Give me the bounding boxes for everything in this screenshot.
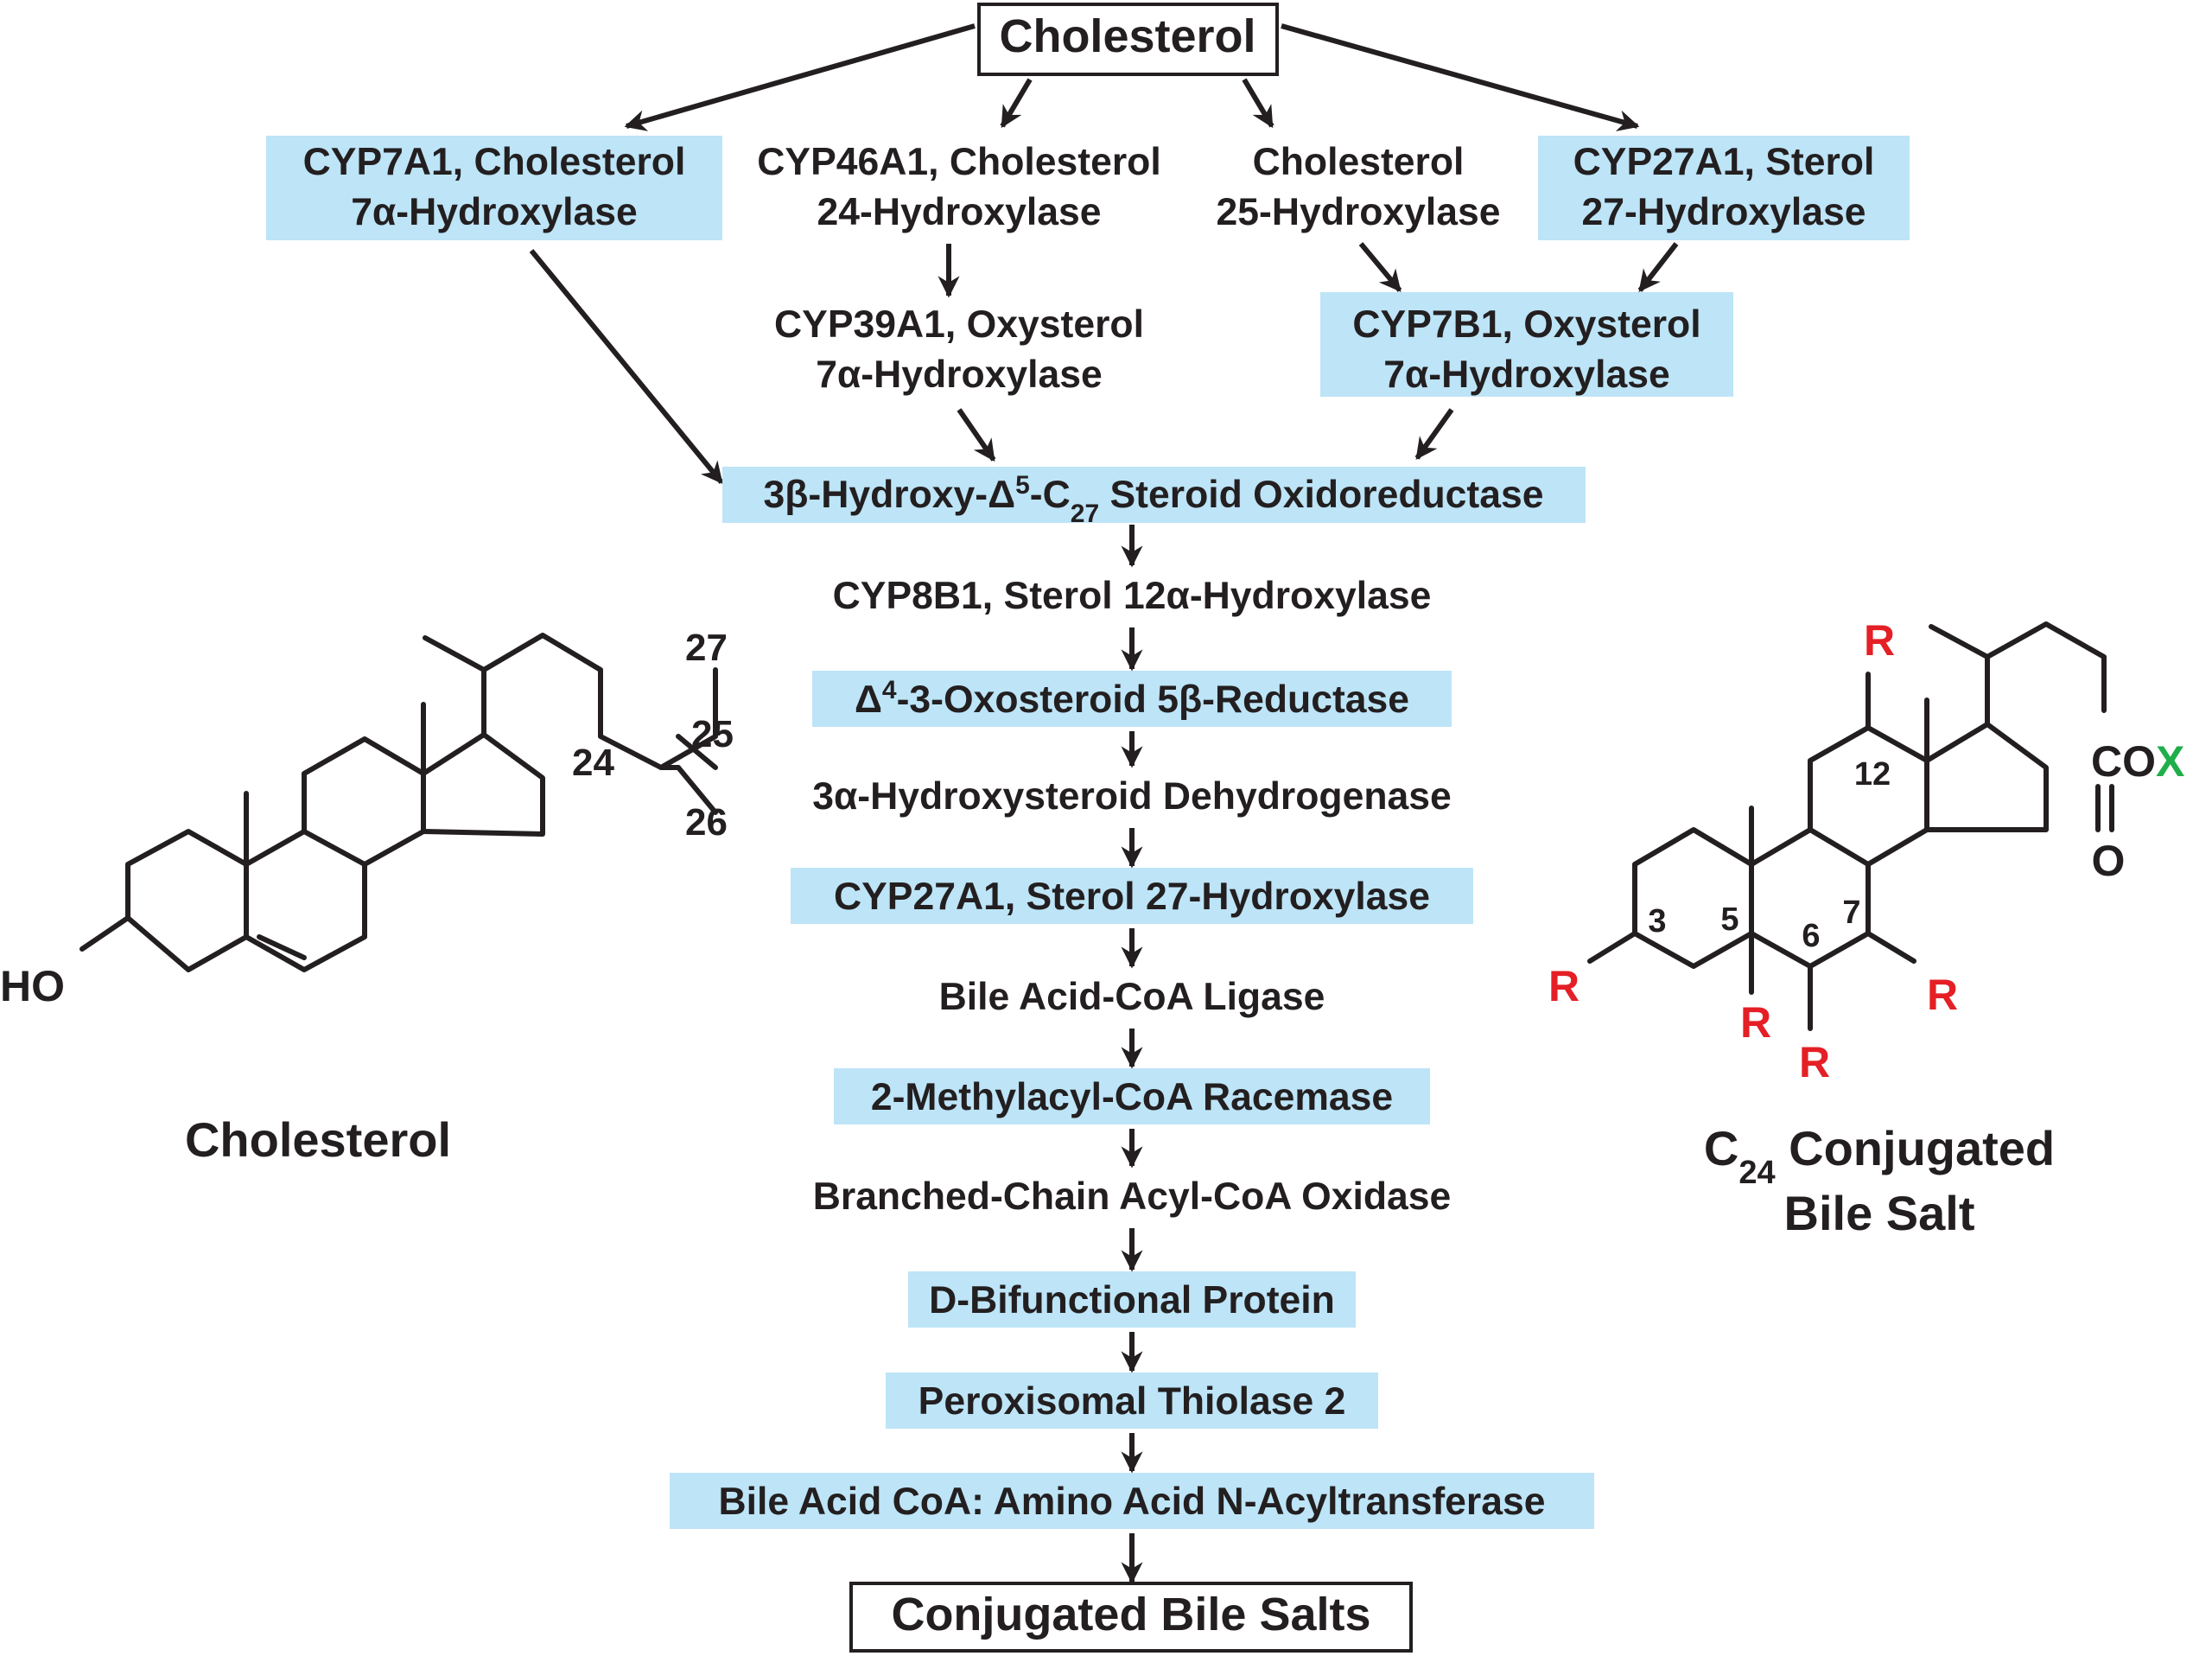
cholesterol-structure: HO 27 25 24 26 Cholesterol [0, 627, 734, 1167]
ch25h-label-1: Cholesterol [1253, 141, 1465, 183]
r-group-5: R [1740, 998, 1771, 1047]
c27-label: 27 [685, 627, 728, 669]
r-group-12: R [1864, 616, 1895, 665]
cyp39a1-label-1: CYP39A1, Oxysterol [774, 303, 1144, 346]
num-7: 7 [1842, 895, 1860, 931]
arrow-ch25h-to-cyp7b1 [1358, 242, 1402, 292]
cox-label: COX [2091, 737, 2184, 786]
num-12: 12 [1854, 756, 1891, 793]
num-6: 6 [1802, 918, 1820, 954]
conjugated-bile-salts-box [849, 1582, 1413, 1653]
c25-label: 25 [691, 713, 734, 755]
arrow-to-cyp7a1 [624, 23, 976, 131]
arrow-to-cyp27a1 [1281, 23, 1640, 131]
chain-step-box-2 [812, 671, 1452, 727]
chain-step-label-3: 3α-Hydroxysteroid Dehydrogenase [812, 775, 1452, 818]
chain-step-label-7: Branched-Chain Acyl-CoA Oxidase [813, 1175, 1452, 1218]
chain-steps: CYP8B1, Sterol 12α-HydroxylaseΔ4-3-Oxost… [670, 525, 1594, 1584]
cholesterol-top-box [977, 3, 1279, 76]
c26-label: 26 [685, 801, 728, 844]
chain-step-box-4 [791, 868, 1473, 924]
bile-salt-structure: R R R R R COX O 3 5 6 7 12 C24 Conjugate… [1548, 616, 2184, 1240]
cyp46a1-label-2: 24-Hydroxylase [817, 191, 1102, 233]
chain-step-label-9: Peroxisomal Thiolase 2 [918, 1380, 1346, 1423]
arrow-cyp27a1-to-cyp7b1 [1637, 242, 1679, 292]
chain-step-label-1: CYP8B1, Sterol 12α-Hydroxylase [833, 575, 1432, 617]
r-group-7: R [1927, 971, 1958, 1019]
ho-label: HO [0, 962, 65, 1010]
chain-step-label-2: Δ4-3-Oxosteroid 5β-Reductase [855, 676, 1409, 722]
cyp7b1-label-1: CYP7B1, Oxysterol [1352, 303, 1700, 346]
chain-step-box-10 [670, 1473, 1594, 1529]
cyp7a1-box [266, 136, 722, 240]
hsd3b7-box [722, 467, 1586, 523]
cyp39a1-label-2: 7α-Hydroxylase [816, 353, 1103, 396]
carbonyl-o-label: O [2092, 837, 2126, 885]
num-5: 5 [1720, 901, 1738, 938]
chain-step-label-10: Bile Acid CoA: Amino Acid N-Acyltransfer… [719, 1481, 1546, 1523]
cyp27a1-branch-label-1: CYP27A1, Sterol [1573, 141, 1875, 183]
r-group-6: R [1799, 1038, 1830, 1086]
chain-step-label-5: Bile Acid-CoA Ligase [939, 976, 1325, 1018]
chain-step-box-9 [886, 1373, 1378, 1429]
cyp7a1-label-1: CYP7A1, Cholesterol [303, 141, 686, 183]
num-3: 3 [1648, 903, 1666, 939]
hsd3b7-label: 3β-Hydroxy-Δ5-C27 Steroid Oxidoreductase [764, 471, 1544, 528]
r-group-3: R [1548, 962, 1580, 1010]
chain-step-label-4: CYP27A1, Sterol 27-Hydroxylase [834, 876, 1430, 918]
cyp7a1-label-2: 7α-Hydroxylase [351, 191, 638, 233]
bile-salt-caption-line1: C24 Conjugated [1704, 1121, 2055, 1191]
chain-step-box-6 [834, 1068, 1430, 1124]
cholesterol-top-label: Cholesterol [999, 10, 1255, 62]
conjugated-bile-salts-label: Conjugated Bile Salts [891, 1589, 1370, 1640]
bile-salt-caption-line2: Bile Salt [1784, 1186, 1975, 1240]
arrow-cyp7b1-to-hsd3b7 [1414, 408, 1454, 461]
c24-label: 24 [572, 742, 614, 784]
chain-step-box-8 [908, 1271, 1356, 1328]
arrow-to-ch25h [1242, 78, 1274, 129]
cyp27a1-branch-label-2: 27-Hydroxylase [1582, 191, 1866, 233]
cyp46a1-label-1: CYP46A1, Cholesterol [757, 141, 1160, 183]
cyp7b1-box [1320, 292, 1733, 397]
ch25h-label-2: 25-Hydroxylase [1217, 191, 1501, 233]
cyp7b1-label-2: 7α-Hydroxylase [1383, 353, 1670, 396]
chain-step-label-6: 2-Methylacyl-CoA Racemase [871, 1076, 1393, 1118]
arrow-cyp7a1-to-hsd3b7 [529, 249, 724, 484]
arrow-cyp39a1-to-hsd3b7 [957, 408, 996, 462]
cyp27a1-branch-box [1538, 136, 1910, 240]
chain-step-label-8: D-Bifunctional Protein [929, 1279, 1335, 1322]
arrow-to-cyp46a1 [1000, 78, 1033, 129]
cholesterol-caption: Cholesterol [185, 1112, 451, 1167]
